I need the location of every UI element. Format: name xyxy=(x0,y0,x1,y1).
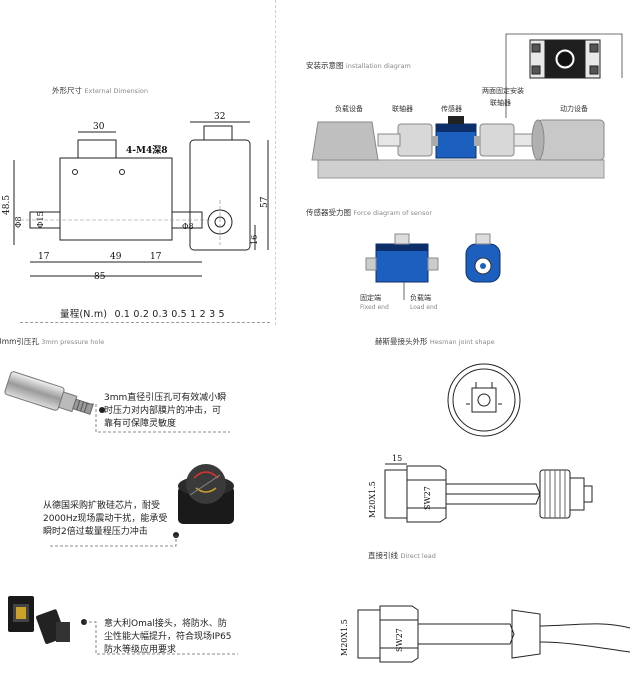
range-divider xyxy=(20,322,270,323)
range-label: 量程(N.m) xyxy=(60,309,108,320)
external-title-cn: 外形尺寸 xyxy=(52,86,82,95)
installation-diagram xyxy=(311,33,623,179)
direct-title: 直接引线 Direct lead xyxy=(368,550,436,561)
load-end-en: Load end xyxy=(410,304,438,311)
external-dimension-drawing xyxy=(13,121,269,277)
label-power-device: 动力设备 xyxy=(560,105,588,113)
install-title-cn: 安装示意图 xyxy=(306,61,344,70)
pressure-callout xyxy=(86,403,230,433)
dim-ext-left: 17 xyxy=(38,252,50,262)
fixed-end-label: 固定端 Fixed end xyxy=(360,294,389,312)
external-dimension-title: 外形尺寸 External Dimension xyxy=(52,85,148,96)
direct-title-en: Direct lead xyxy=(400,552,436,560)
range-row: 量程(N.m) 0.1 0.2 0.3 0.5 1 2 3 5 xyxy=(60,306,225,320)
label-coupling-2: 联轴器 xyxy=(490,99,511,107)
install-title: 安装示意图 installation diagram xyxy=(306,60,411,71)
pressure-hole-caption: 3mm直径引压孔可有效减小瞬时压力对内部膜片的冲击，可靠有可保障灵敏度 xyxy=(104,393,227,429)
hesman-dim-15: 15 xyxy=(392,454,403,463)
dim-body-len: 49 xyxy=(110,252,122,262)
external-title-en: External Dimension xyxy=(84,87,148,95)
hesman-title-cn: 赫斯曼接头外形 xyxy=(375,337,428,346)
label-fixed-both-sides: 两面固定安装 xyxy=(482,87,524,95)
dim-top-width: 30 xyxy=(93,122,105,132)
label-coupling-1: 联轴器 xyxy=(392,105,413,113)
direct-title-cn: 直接引线 xyxy=(368,551,398,560)
force-diagram xyxy=(365,233,501,300)
pressure-hole-image xyxy=(4,371,105,415)
pressure-hole-title: 3mm引压孔 3mm pressure hole xyxy=(0,336,104,347)
fixed-end-en: Fixed end xyxy=(360,304,389,311)
chip-image xyxy=(50,464,234,547)
dim-ext-right: 17 xyxy=(150,252,162,262)
dim-side-dia: Φ8 xyxy=(182,222,194,231)
connector-caption: 意大利Omal接头，将防水、防尘性能大幅提升，符合现场IP65防水等级应用要求 xyxy=(104,619,232,655)
load-end-cn: 负载端 xyxy=(410,294,431,302)
dim-thread-note: 4-M4深8 xyxy=(126,146,168,156)
force-title: 传感器受力图 Force diagram of sensor xyxy=(306,207,432,218)
hesman-title: 赫斯曼接头外形 Hesman joint shape xyxy=(375,336,495,347)
pressure-title-cn: 3mm引压孔 xyxy=(0,337,39,346)
fixed-end-cn: 固定端 xyxy=(360,294,381,302)
dim-total-len: 85 xyxy=(94,272,106,282)
label-load-device: 负载设备 xyxy=(335,105,363,113)
chip-caption: 从德国采购扩散硅芯片，耐受2000Hz现场震动干扰，能承受瞬时2倍过载量程压力冲… xyxy=(43,501,168,537)
dim-side-width: 32 xyxy=(214,112,226,122)
force-title-en: Force diagram of sensor xyxy=(353,209,433,217)
connector-image xyxy=(8,596,238,655)
install-title-en: installation diagram xyxy=(345,62,411,70)
vertical-divider xyxy=(275,0,276,325)
force-title-cn: 传感器受力图 xyxy=(306,208,351,217)
hesman-title-en: Hesman joint shape xyxy=(429,338,495,346)
label-sensor: 传感器 xyxy=(441,105,462,113)
range-values: 0.1 0.2 0.3 0.5 1 2 3 5 xyxy=(114,309,225,320)
load-end-label: 负载端 Load end xyxy=(410,294,438,312)
direct-sw: SW27 xyxy=(395,628,404,652)
hesman-drawing xyxy=(384,363,593,523)
pressure-title-en: 3mm pressure hole xyxy=(41,338,105,346)
direct-thread: M20X1.5 xyxy=(340,619,349,656)
